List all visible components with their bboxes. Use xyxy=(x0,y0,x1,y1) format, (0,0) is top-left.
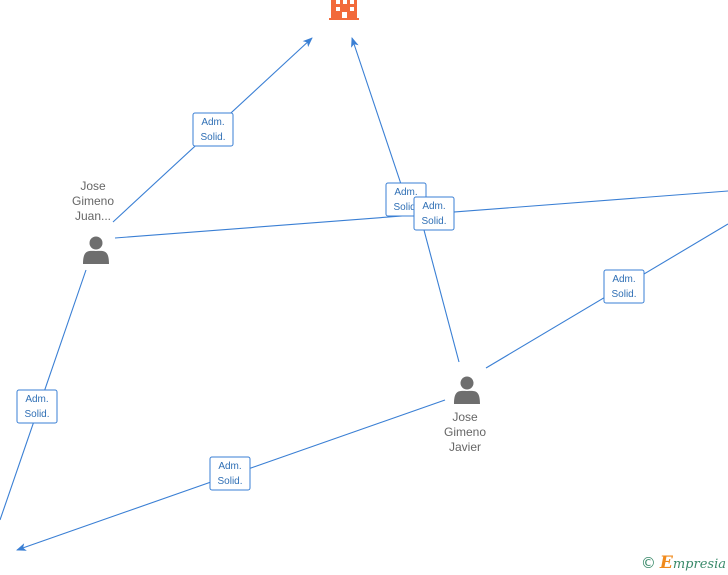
edge-line xyxy=(419,214,460,363)
node-company[interactable] xyxy=(329,0,359,20)
empresia-watermark[interactable]: © Empresia xyxy=(641,555,726,572)
edge-label-text: Solid. xyxy=(611,289,636,300)
brand-initial: E xyxy=(659,553,673,573)
edge-label-box xyxy=(413,196,455,231)
edge-label[interactable]: Adm. Solid. xyxy=(192,112,234,147)
edge-label-text: Solid. xyxy=(393,202,418,213)
building-icon xyxy=(329,0,359,20)
edge-line xyxy=(351,37,406,197)
edge-label-text: Adm. xyxy=(25,394,48,405)
edge-label-text: Solid. xyxy=(421,216,446,227)
node-jose-gimeno-juan[interactable]: JoseGimenoJuan... xyxy=(72,179,114,264)
edge-label-text: Adm. xyxy=(218,461,241,472)
edge-label-box xyxy=(209,456,251,491)
node-label: Jose xyxy=(80,179,106,193)
edge-label-text: Solid. xyxy=(24,409,49,420)
person-icon xyxy=(454,376,480,404)
edge-label[interactable]: Adm. Solid. xyxy=(413,196,455,231)
brand-name-rest: mpresia xyxy=(672,557,726,572)
edge-label-box xyxy=(16,389,58,424)
edge-label-text: Solid. xyxy=(217,476,242,487)
edge-label[interactable]: Adm. Solid. xyxy=(16,389,58,424)
edge-label[interactable]: Adm. Solid. xyxy=(603,269,645,304)
edge-label-box xyxy=(192,112,234,147)
edge-label-text: Adm. xyxy=(612,274,635,285)
edge-label-text: Solid. xyxy=(200,132,225,143)
node-label: Javier xyxy=(449,440,481,454)
edge-label[interactable]: Adm. Solid. xyxy=(209,456,251,491)
brand-logo: Empresia xyxy=(660,555,726,572)
edge-labels-layer: Adm. Solid. Adm. Solid. Adm. Solid. Adm. Solid.… xyxy=(16,112,645,491)
edge-label-text: Adm. xyxy=(394,187,417,198)
person-icon xyxy=(83,236,109,264)
edge-label-text: Adm. xyxy=(422,201,445,212)
node-label: Jose xyxy=(452,410,478,424)
edge-label-box xyxy=(603,269,645,304)
edge-label-text: Adm. xyxy=(201,117,224,128)
copyright-icon: © xyxy=(640,554,656,572)
node-label: Juan... xyxy=(75,209,111,223)
node-label: Gimeno xyxy=(444,425,486,439)
node-label: Gimeno xyxy=(72,194,114,208)
